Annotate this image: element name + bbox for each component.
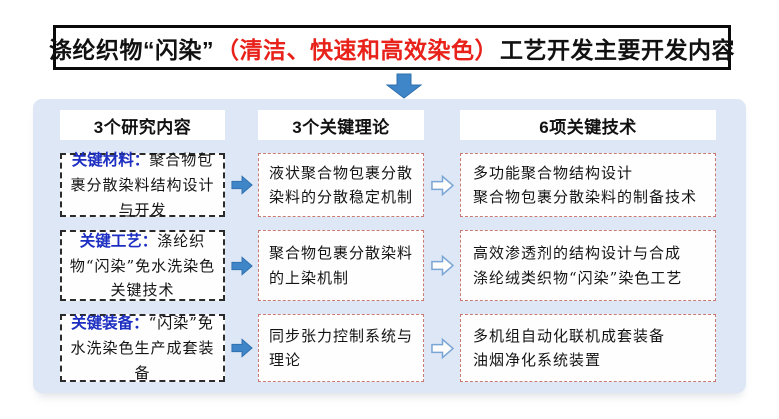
research-content-box-process: 关键工艺：涤纶织物“闪染”免水洗染色关键技术 (60, 230, 225, 301)
research-content-body: 涤纶织物“闪染”免水洗染色关键技术 (69, 231, 216, 300)
key-theory-text: 液状聚合物包裹分散染料的分散稳定机制 (269, 163, 414, 206)
key-theory-text: 聚合物包裹分散染料的上染机制 (269, 244, 414, 287)
key-technology-line1: 高效渗透剂的结构设计与合成 (473, 244, 682, 263)
key-technology-line1: 多机组自动化联机成套装备 (473, 326, 666, 345)
hollow-right-arrow-icon (424, 153, 460, 217)
solid-right-arrow-icon (225, 230, 258, 301)
key-theory-box-dispersion: 液状聚合物包裹分散染料的分散稳定机制 (258, 153, 424, 217)
column-header-key-technologies: 6项关键技术 (460, 110, 716, 140)
key-technology-box-equipment: 多机组自动化联机成套装备 油烟净化系统装置 (460, 314, 716, 382)
key-technology-line2: 聚合物包裹分散染料的制备技术 (473, 188, 698, 206)
panel-grid: 3个研究内容 3个关键理论 6项关键技术 关键材料：聚合物包裹分散染料结构设计与… (60, 110, 716, 382)
key-technology-line2: 油烟净化系统装置 (473, 351, 602, 369)
key-technology-box-materials: 多功能聚合物结构设计 聚合物包裹分散染料的制备技术 (460, 153, 716, 217)
research-content-label: 关键装备： (71, 315, 149, 333)
key-technology-box-process: 高效渗透剂的结构设计与合成 涤纶绒类织物“闪染”染色工艺 (460, 230, 716, 301)
key-theory-text: 同步张力控制系统与理论 (269, 326, 414, 369)
content-panel: 3个研究内容 3个关键理论 6项关键技术 关键材料：聚合物包裹分散染料结构设计与… (33, 99, 746, 393)
research-content-label: 关键工艺： (79, 232, 158, 250)
down-arrow-icon (385, 73, 423, 99)
key-technology-line1: 多功能聚合物结构设计 (473, 163, 634, 182)
key-technology-line2: 涤纶绒类织物“闪染”染色工艺 (473, 268, 683, 287)
research-content-body: “闪染”免水洗染色生产成套装备 (70, 314, 215, 382)
column-header-research-contents: 3个研究内容 (60, 110, 225, 140)
solid-right-arrow-icon (225, 153, 258, 217)
research-content-body: 聚合物包裹分散染料结构设计与开发 (70, 151, 215, 219)
research-content-box-equipment: 关键装备：“闪染”免水洗染色生产成套装备 (60, 314, 225, 382)
research-content-box-materials: 关键材料：聚合物包裹分散染料结构设计与开发 (60, 151, 225, 219)
title-box: 涤纶织物“闪染” （清洁、快速和高效染色） 工艺开发主要开发内容 (49, 25, 735, 70)
title-text-part1: 涤纶织物“闪染” (49, 36, 214, 63)
title-text-red: （清洁、快速和高效染色） (216, 36, 498, 63)
research-content-text: 关键材料：聚合物包裹分散染料结构设计与开发 (69, 148, 216, 222)
solid-right-arrow-icon (225, 314, 258, 382)
key-theory-box-dyeing: 聚合物包裹分散染料的上染机制 (258, 230, 424, 301)
hollow-right-arrow-icon (424, 230, 460, 301)
column-header-key-theories: 3个关键理论 (258, 110, 424, 140)
research-content-label: 关键材料： (71, 152, 150, 170)
research-content-text: 关键装备：“闪染”免水洗染色生产成套装备 (69, 311, 216, 385)
research-content-text: 关键工艺：涤纶织物“闪染”免水洗染色关键技术 (69, 229, 216, 303)
hollow-right-arrow-icon (424, 314, 460, 382)
title-text-part2: 工艺开发主要开发内容 (500, 36, 735, 63)
key-theory-box-tension: 同步张力控制系统与理论 (258, 314, 424, 382)
